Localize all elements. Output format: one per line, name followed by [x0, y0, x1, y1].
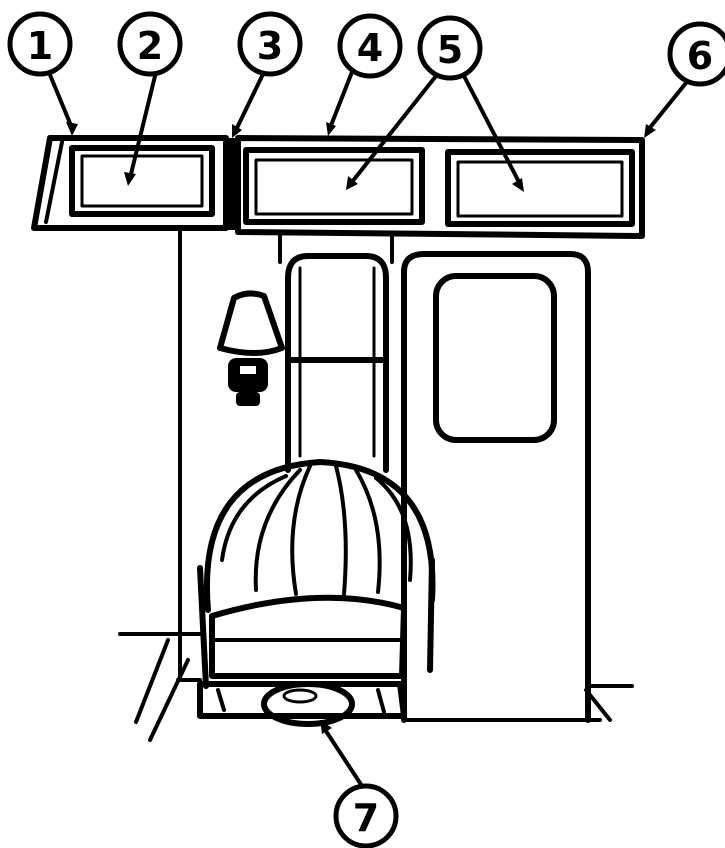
arrowhead-2 [124, 172, 136, 186]
cab-door [404, 254, 632, 720]
lamp-base [228, 358, 268, 392]
callout-5: 5 [420, 18, 480, 78]
callout-2-number: 2 [137, 24, 163, 68]
arrowhead-4 [326, 122, 336, 136]
callout-4-number: 4 [357, 26, 383, 70]
overhead-window-2 [72, 148, 212, 214]
callout-3: 3 [240, 14, 300, 74]
callout-2: 2 [120, 14, 180, 74]
callout-5-number: 5 [437, 28, 463, 72]
callout-1: 1 [10, 14, 70, 74]
leader-4 [330, 72, 352, 128]
lamp-shade [220, 293, 282, 353]
overhead-window-2-inner [82, 156, 202, 206]
callout-7-number: 7 [353, 796, 379, 840]
arrowhead-1 [66, 122, 78, 136]
leader-5b [464, 76, 520, 184]
chair-seat [212, 598, 404, 676]
overhead-window-5b-inner [458, 162, 622, 216]
chair-rib-3 [292, 466, 310, 594]
overhead-window-5a-inner [256, 160, 412, 214]
lamp-base-highlight [240, 366, 256, 374]
lamp-mount [236, 392, 260, 406]
callout-7: 7 [336, 786, 396, 846]
callout-1-number: 1 [27, 24, 53, 68]
door-window [436, 276, 554, 440]
leader-2 [130, 72, 156, 178]
armchair [200, 462, 433, 724]
chair-rib-1 [222, 476, 286, 560]
chair-back-shell [207, 462, 433, 610]
wall-locker [280, 236, 392, 470]
wall-lamp [220, 293, 282, 406]
leader-7 [324, 728, 362, 786]
rear-wall [120, 232, 200, 740]
chair-rib-5 [356, 470, 380, 592]
callout-3-number: 3 [257, 24, 283, 68]
callout-6-number: 6 [687, 34, 713, 78]
callout-6: 6 [670, 24, 725, 84]
leader-3 [236, 72, 264, 130]
chair-pedestal-hub [284, 690, 316, 702]
leader-1 [48, 70, 72, 128]
chair-rib-4 [336, 466, 346, 594]
leader-6 [648, 78, 690, 130]
overhead-panel-assembly [34, 138, 642, 236]
chair-arm-right [430, 560, 432, 670]
callout-4: 4 [340, 16, 400, 76]
